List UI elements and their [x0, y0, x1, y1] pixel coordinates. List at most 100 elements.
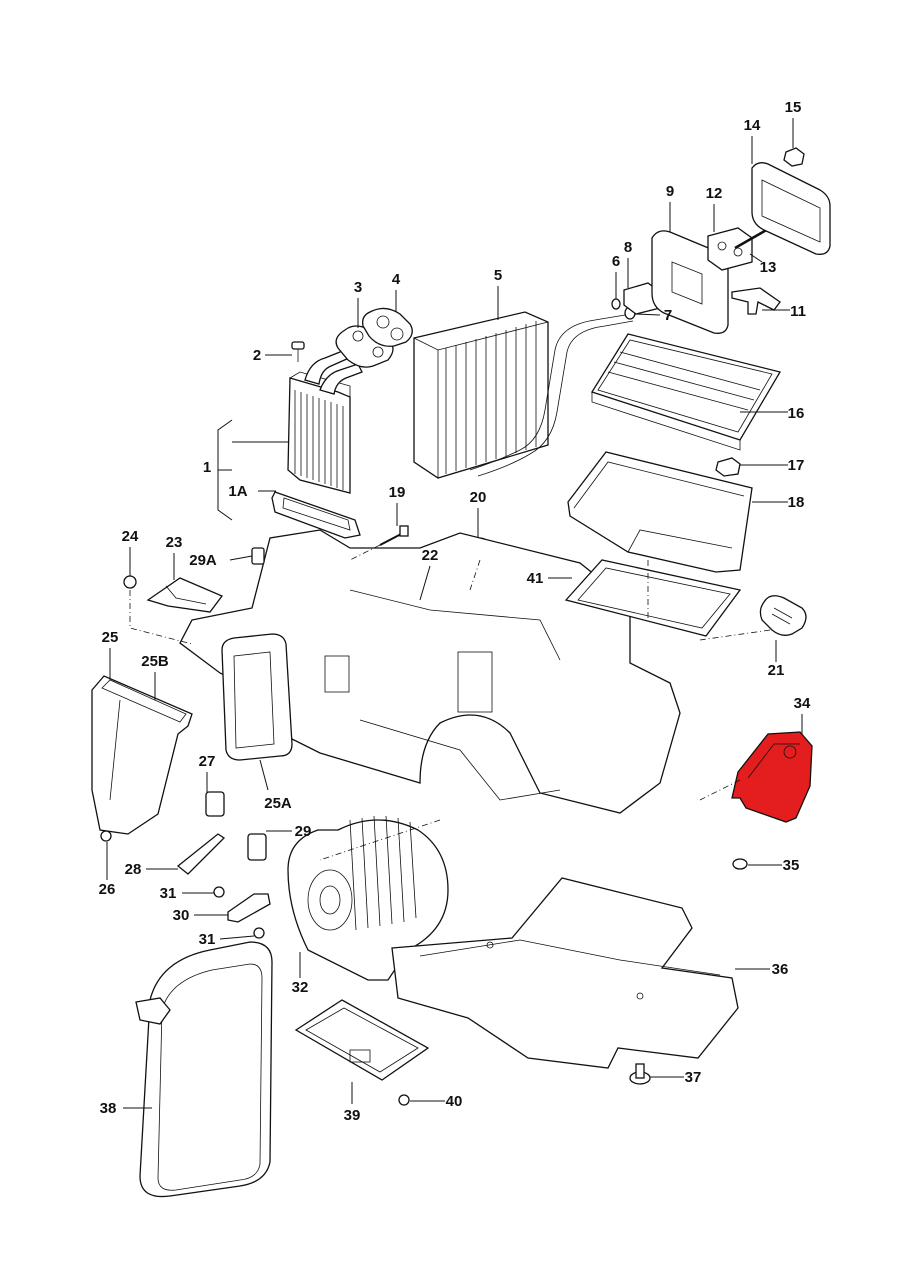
callout-label: 23 [166, 534, 183, 551]
callout-29: 29 [266, 823, 311, 840]
callout-31b: 31 [199, 931, 255, 948]
leader-line [259, 759, 269, 791]
callout-label: 35 [783, 857, 800, 874]
callout-23: 23 [166, 534, 183, 580]
callout-40: 40 [410, 1093, 462, 1110]
callout-31a: 31 [160, 885, 214, 902]
leader-line [419, 565, 431, 601]
screw-part [732, 858, 748, 870]
screw-part [100, 830, 112, 842]
callout-label: 27 [199, 753, 216, 770]
callout-5: 5 [494, 267, 502, 320]
clip-nut-part [715, 457, 741, 477]
callout-9: 9 [666, 183, 674, 232]
hvac-main-housing-part [179, 529, 681, 814]
evaporator-part [413, 311, 634, 479]
callout-label: 29 [295, 823, 312, 840]
filter-gasket-part [564, 559, 742, 637]
heater-core-part [287, 349, 363, 494]
callout-label: 34 [794, 695, 811, 712]
callout-label: 29A [189, 552, 217, 569]
callout-25B: 25B [141, 653, 169, 700]
callout-label: 32 [292, 979, 309, 996]
callout-26: 26 [99, 842, 116, 898]
group-bracket [217, 419, 233, 521]
housing-seal-part [135, 941, 273, 1198]
callout-label: 1 [203, 459, 211, 476]
screw-part [291, 341, 305, 362]
callout-7: 7 [634, 307, 672, 324]
callout-label: 18 [788, 494, 805, 511]
duct-frame-part [221, 633, 293, 761]
callout-17: 17 [740, 457, 804, 474]
nut-part [783, 147, 805, 167]
callout-22: 22 [419, 547, 439, 601]
callout-label: 3 [354, 279, 362, 296]
pipe-gasket-part [362, 307, 413, 347]
callout-37: 37 [650, 1069, 701, 1086]
callout-label: 25A [264, 795, 292, 812]
screw-part [213, 886, 265, 939]
callout-label: 19 [389, 484, 406, 501]
electrical-connector-part [759, 595, 807, 636]
leader-line [634, 313, 661, 316]
actuator-part [205, 791, 225, 817]
callout-label: 26 [99, 881, 116, 898]
callout-18: 18 [752, 494, 804, 511]
callout-6: 6 [612, 253, 620, 299]
callout-label: 12 [706, 185, 723, 202]
callout-15: 15 [785, 99, 802, 148]
callout-38: 38 [100, 1100, 152, 1117]
lever-part [227, 893, 271, 923]
clip-part [629, 1063, 651, 1085]
callout-label: 22 [422, 547, 439, 564]
cabin-filter-part [591, 333, 782, 451]
callout-label: 5 [494, 267, 502, 284]
blower-motor-part [287, 815, 449, 981]
callout-label: 24 [122, 528, 139, 545]
leader-line [749, 253, 763, 263]
callout-28: 28 [125, 861, 178, 878]
housing-bracket-part [146, 577, 224, 613]
callout-4: 4 [392, 271, 401, 312]
callout-2: 2 [253, 347, 292, 364]
callout-label: 15 [785, 99, 802, 116]
callout-1A: 1A [228, 483, 276, 500]
callout-29A: 29A [189, 552, 253, 569]
drain-tray-part [294, 999, 430, 1081]
bracket-part [731, 287, 781, 315]
cover-plate-part [751, 162, 831, 255]
callout-label: 7 [664, 307, 672, 324]
callout-label: 28 [125, 861, 142, 878]
callout-3: 3 [354, 279, 362, 328]
callout-label: 39 [344, 1107, 361, 1124]
callout-label: 11 [790, 303, 806, 320]
callout-8: 8 [624, 239, 632, 288]
callout-label: 25B [141, 653, 169, 670]
callout-label: 40 [446, 1093, 463, 1110]
callout-label: 13 [760, 259, 777, 276]
callout-label: 31 [160, 885, 177, 902]
heater-gasket-part [271, 491, 361, 539]
callout-36: 36 [735, 961, 788, 978]
callout-label: 38 [100, 1100, 117, 1117]
screw-part [379, 525, 409, 546]
callout-16: 16 [740, 405, 804, 422]
callout-label: 4 [392, 271, 401, 288]
callout-label: 16 [788, 405, 805, 422]
callout-label: 31 [199, 931, 216, 948]
lower-cover-part [391, 877, 739, 1069]
callout-label: 6 [612, 253, 620, 270]
callout-label: 37 [685, 1069, 702, 1086]
callout-20: 20 [470, 489, 486, 538]
callout-39: 39 [344, 1082, 361, 1124]
lever-part [176, 833, 226, 875]
callout-1: 1 [203, 419, 288, 521]
sensor-part [247, 547, 267, 861]
callout-label: 21 [768, 662, 785, 679]
callout-12: 12 [706, 185, 723, 232]
callout-21: 21 [768, 640, 785, 679]
callout-25A: 25A [259, 759, 292, 812]
callout-label: 8 [624, 239, 632, 256]
